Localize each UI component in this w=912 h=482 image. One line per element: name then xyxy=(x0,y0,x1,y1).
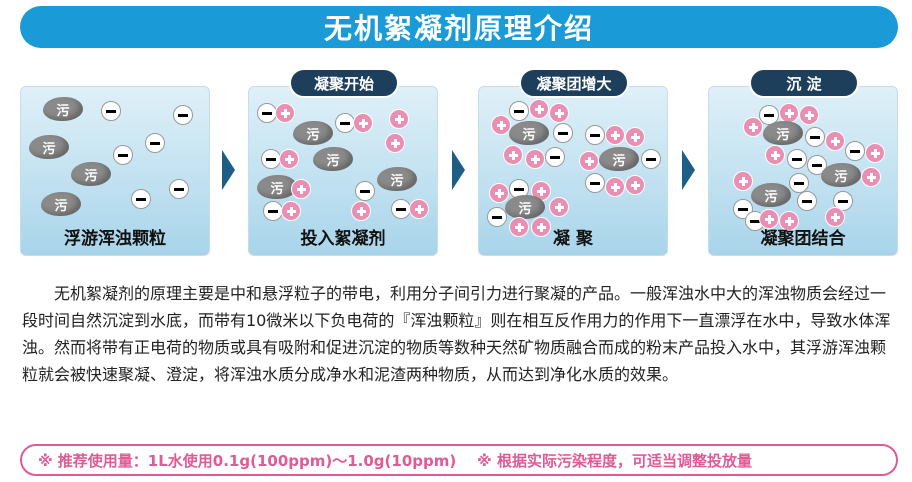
arrow-right-icon xyxy=(682,150,695,190)
positive-charge-icon xyxy=(491,115,511,135)
negative-charge-icon xyxy=(145,133,165,153)
positive-charge-icon xyxy=(825,207,845,227)
dirt-particle: 污 xyxy=(313,147,353,171)
negative-charge-icon xyxy=(789,173,809,193)
positive-charge-icon xyxy=(409,199,429,219)
negative-charge-icon xyxy=(509,101,529,121)
positive-charge-icon xyxy=(825,131,845,151)
stage-tag: 沉 淀 xyxy=(749,68,859,98)
positive-charge-icon xyxy=(605,177,625,197)
positive-charge-icon xyxy=(743,117,763,137)
arrow-right-icon xyxy=(452,150,465,190)
stage-panel-suspended: 污 污 污 污 浮游浑浊颗粒 xyxy=(20,86,210,256)
dirt-particle: 污 xyxy=(71,162,111,186)
negative-charge-icon xyxy=(585,173,605,193)
positive-charge-icon xyxy=(279,149,299,169)
dirt-particle: 污 xyxy=(763,121,803,145)
positive-charge-icon xyxy=(579,151,599,171)
positive-charge-icon xyxy=(625,175,645,195)
positive-charge-icon xyxy=(799,105,819,125)
positive-charge-icon xyxy=(733,171,753,191)
title-banner: 无机絮凝剂原理介绍 xyxy=(20,6,898,48)
dirt-particle: 污 xyxy=(29,135,69,159)
positive-charge-icon xyxy=(489,183,509,203)
dirt-particle: 污 xyxy=(377,167,417,191)
dosage-recommendation: ※ 推荐使用量：1L水使用0.1g(100ppm)～1.0g(10ppm) xyxy=(38,451,457,470)
positive-charge-icon xyxy=(605,125,625,145)
negative-charge-icon xyxy=(257,103,277,123)
positive-charge-icon xyxy=(353,113,373,133)
dirt-particle: 污 xyxy=(509,121,549,145)
dirt-particle: 污 xyxy=(751,183,791,207)
negative-charge-icon xyxy=(169,179,189,199)
dirt-particle: 污 xyxy=(257,175,297,199)
stage-panel-coagulation: 凝聚团增大 污 污 污 凝 聚 xyxy=(478,68,668,256)
panel-label: 投入絮凝剂 xyxy=(300,229,386,249)
dosage-adjust-advice: ※ 根据实际污染程度，可适当调整投放量 xyxy=(477,451,752,470)
stage-tag: 凝聚团增大 xyxy=(519,68,629,98)
positive-charge-icon xyxy=(779,103,799,123)
panel-label: 凝 聚 xyxy=(553,229,593,249)
positive-charge-icon xyxy=(865,143,885,163)
positive-charge-icon xyxy=(385,133,405,153)
dosage-note: ※ 推荐使用量：1L水使用0.1g(100ppm)～1.0g(10ppm) ※ … xyxy=(20,444,898,476)
dirt-particle: 污 xyxy=(41,192,81,216)
negative-charge-icon xyxy=(553,123,573,143)
page-title: 无机絮凝剂原理介绍 xyxy=(323,12,594,45)
panel-label: 浮游浑浊颗粒 xyxy=(64,229,166,249)
negative-charge-icon xyxy=(805,127,825,147)
note-spacer xyxy=(456,451,477,469)
positive-charge-icon xyxy=(529,99,549,119)
negative-charge-icon xyxy=(131,189,151,209)
negative-charge-icon xyxy=(845,141,865,161)
negative-charge-icon xyxy=(101,101,121,121)
positive-charge-icon xyxy=(765,145,785,165)
negative-charge-icon xyxy=(335,113,355,133)
negative-charge-icon xyxy=(173,105,193,125)
negative-charge-icon xyxy=(797,191,817,211)
positive-charge-icon xyxy=(625,127,645,147)
positive-charge-icon xyxy=(549,103,569,123)
negative-charge-icon xyxy=(355,181,375,201)
panel-label: 凝聚团结合 xyxy=(760,229,846,249)
positive-charge-icon xyxy=(503,145,523,165)
negative-charge-icon xyxy=(261,149,281,169)
positive-charge-icon xyxy=(291,179,311,199)
positive-charge-icon xyxy=(275,103,295,123)
positive-charge-icon xyxy=(281,201,301,221)
negative-charge-icon xyxy=(787,149,807,169)
positive-charge-icon xyxy=(509,217,529,237)
positive-charge-icon xyxy=(861,167,881,187)
negative-charge-icon xyxy=(585,125,605,145)
arrow-right-icon xyxy=(222,150,235,190)
negative-charge-icon xyxy=(113,145,133,165)
dirt-particle: 污 xyxy=(821,163,861,187)
negative-charge-icon xyxy=(263,201,283,221)
dirt-particle: 污 xyxy=(599,147,639,171)
positive-charge-icon xyxy=(531,217,551,237)
positive-charge-icon xyxy=(389,109,409,129)
positive-charge-icon xyxy=(549,197,569,217)
dirt-particle: 污 xyxy=(43,97,83,121)
negative-charge-icon xyxy=(641,149,661,169)
positive-charge-icon xyxy=(779,211,799,231)
stage-panel-sedimentation: 沉 淀 污 污 污 凝聚团结合 xyxy=(708,68,898,256)
dirt-particle: 污 xyxy=(505,195,545,219)
negative-charge-icon xyxy=(545,147,565,167)
stage-tag: 凝聚开始 xyxy=(289,68,399,98)
dirt-particle: 污 xyxy=(293,121,333,145)
negative-charge-icon xyxy=(391,199,411,219)
principle-description: 无机絮凝剂的原理主要是中和悬浮粒子的带电，利用分子间引力进行聚凝的产品。一般浑浊… xyxy=(22,284,891,384)
negative-charge-icon xyxy=(487,207,507,227)
stage-panel-flocculant: 凝聚开始 污 污 污 污 投入絮凝剂 xyxy=(248,68,438,256)
positive-charge-icon xyxy=(351,201,371,221)
positive-charge-icon xyxy=(759,209,779,229)
positive-charge-icon xyxy=(525,149,545,169)
